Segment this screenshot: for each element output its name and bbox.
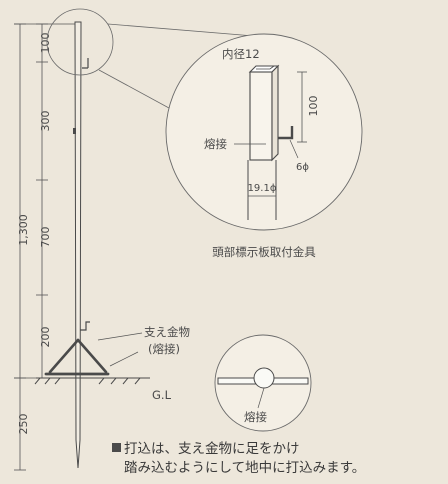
note-bullet-icon — [112, 443, 121, 452]
dim-300: 300 — [39, 111, 52, 132]
weld-label-top: 熔接 — [204, 137, 227, 151]
pipe-detail — [248, 64, 280, 162]
support-legs — [48, 338, 108, 374]
top-zoom-circle — [46, 8, 114, 76]
support-label-1: 支え金物 — [144, 325, 190, 339]
top-hook — [82, 58, 89, 69]
installation-note: 打込は、支え金物に足をかけ 踏み込むようにして地中に打込みます。 — [112, 440, 365, 478]
ground-line — [34, 377, 150, 385]
mid-joint — [73, 128, 76, 134]
detail-hook — [278, 126, 294, 140]
dimension-labels: 100 300 1,300 700 200 250 — [17, 33, 52, 435]
note-line-1: 打込は、支え金物に足をかけ — [112, 440, 365, 459]
detail-height-dim — [297, 71, 307, 143]
note-line-2: 踏み込むようにして地中に打込みます。 — [124, 460, 366, 476]
support-hook — [80, 321, 90, 331]
bottom-detail-pipe — [253, 367, 275, 389]
dim-100: 100 — [39, 33, 52, 54]
detail-height-label: 100 — [307, 96, 320, 117]
ground-label: G.L — [152, 388, 172, 402]
inner-diameter-label: 内径12 — [222, 47, 260, 61]
dim-250: 250 — [17, 414, 30, 435]
top-detail-caption: 頭部標示板取付金具 — [212, 245, 316, 259]
weld-label-bottom: 熔接 — [244, 410, 267, 424]
dim-700: 700 — [39, 227, 52, 248]
pipe-dia-dim — [247, 192, 277, 200]
rod-label: 6ϕ — [296, 162, 309, 173]
dim-200: 200 — [39, 327, 52, 348]
stake-pole — [74, 21, 82, 469]
pipe-dia-label: 19.1ϕ — [248, 183, 277, 194]
dim-1300: 1,300 — [17, 214, 30, 246]
support-label-2: (熔接) — [148, 342, 180, 356]
round-pipe — [247, 160, 277, 220]
